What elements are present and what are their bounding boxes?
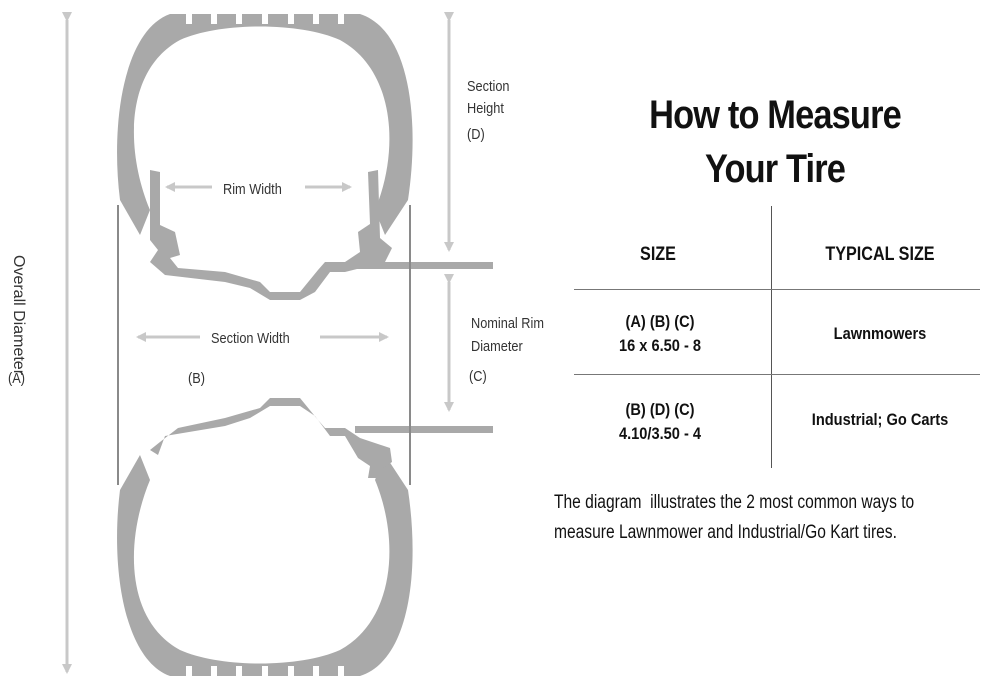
table-header-size: SIZE (640, 244, 676, 265)
tire-top-section (117, 10, 493, 300)
nominal-rim-label-2: Diameter (471, 338, 523, 355)
row-1-codes: (A) (B) (C) (625, 312, 695, 331)
table-row-2-typical: Industrial; Go Carts (785, 408, 975, 432)
table-row-1-typical: Lawnmowers (785, 322, 975, 346)
page-title: How to Measure Your Tire (560, 88, 988, 196)
section-height-label-2: Height (467, 100, 504, 117)
row-1-typical: Lawnmowers (833, 324, 927, 343)
section-height-label: Section (467, 78, 510, 95)
overall-diameter-label: Overall Diameter (10, 255, 27, 376)
row-2-codes: (B) (D) (C) (625, 400, 695, 419)
table-column-divider (771, 206, 772, 468)
title-line-2: Your Tire (704, 147, 846, 191)
tire-diagram (62, 10, 493, 680)
table-row-2-size: (B) (D) (C) 4.10/3.50 - 4 (580, 398, 740, 446)
table-row-divider (574, 374, 980, 375)
table-header-divider (574, 289, 980, 290)
section-width-label: Section Width (211, 330, 290, 347)
tire-bottom-section (117, 398, 493, 680)
nominal-rim-code: (C) (469, 368, 487, 385)
caption-line-2: measure Lawnmower and Industrial/Go Kart… (554, 522, 897, 543)
section-height-code: (D) (467, 126, 485, 143)
table-header-typical-size: TYPICAL SIZE (825, 244, 935, 265)
table-row-1-size: (A) (B) (C) 16 x 6.50 - 8 (580, 310, 740, 358)
section-width-code: (B) (188, 370, 205, 387)
title-line-1: How to Measure (649, 93, 902, 137)
sidewall-lines (117, 205, 411, 485)
dimension-arrows (62, 12, 454, 674)
nominal-rim-label: Nominal Rim (471, 315, 544, 332)
caption: The diagram illustrates the 2 most commo… (554, 488, 915, 548)
caption-line-1: The diagram illustrates the 2 most commo… (554, 492, 915, 513)
overall-diameter-code: (A) (8, 370, 25, 387)
row-2-typical: Industrial; Go Carts (811, 410, 949, 429)
rim-width-label: Rim Width (223, 181, 282, 198)
row-1-size: 16 x 6.50 - 8 (618, 336, 702, 355)
row-2-size: 4.10/3.50 - 4 (618, 424, 702, 443)
